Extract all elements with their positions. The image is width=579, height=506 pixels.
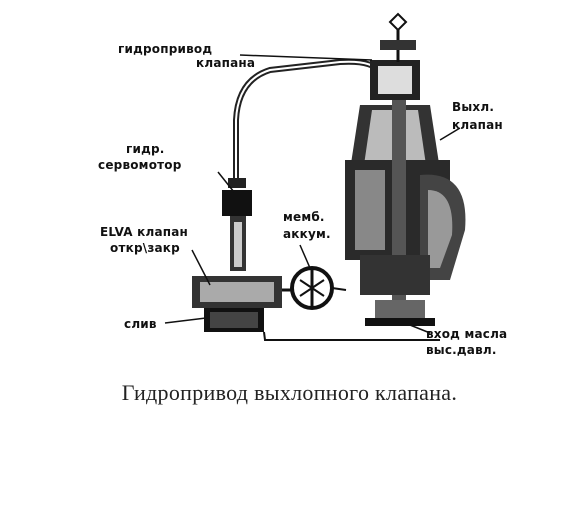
actuator-label-line1: гидропривод xyxy=(118,42,213,56)
valve-top-indicator xyxy=(380,12,416,62)
actuator-label-line2: клапана xyxy=(196,56,256,70)
accumulator-label-line2: аккум. xyxy=(283,227,331,241)
drain-label: слив xyxy=(124,317,157,331)
servo-label-line1: гидр. xyxy=(126,142,165,156)
exhaust-valve-body xyxy=(345,60,466,326)
oil-inlet-line xyxy=(263,331,440,341)
figure-caption: Гидропривод выхлопного клапана. xyxy=(121,380,458,405)
elva-label-line2: откр\закр xyxy=(110,241,180,255)
exhaust-valve-label-line1: Выхл. xyxy=(452,100,495,114)
membrane-accumulator xyxy=(282,266,347,310)
oil-inlet-label-line1: вход масла xyxy=(426,327,508,341)
servo-motor xyxy=(222,178,252,271)
oil-inlet-label-line2: выс.давл. xyxy=(426,343,497,357)
elva-label-line1: ELVA клапан xyxy=(100,225,189,239)
servo-label-line2: сервомотор xyxy=(98,158,182,172)
elva-valve-block xyxy=(192,276,282,332)
leader-lines xyxy=(164,54,461,334)
exhaust-valve-label-line2: клапан xyxy=(452,118,503,132)
accumulator-label-line1: мемб. xyxy=(283,210,325,224)
